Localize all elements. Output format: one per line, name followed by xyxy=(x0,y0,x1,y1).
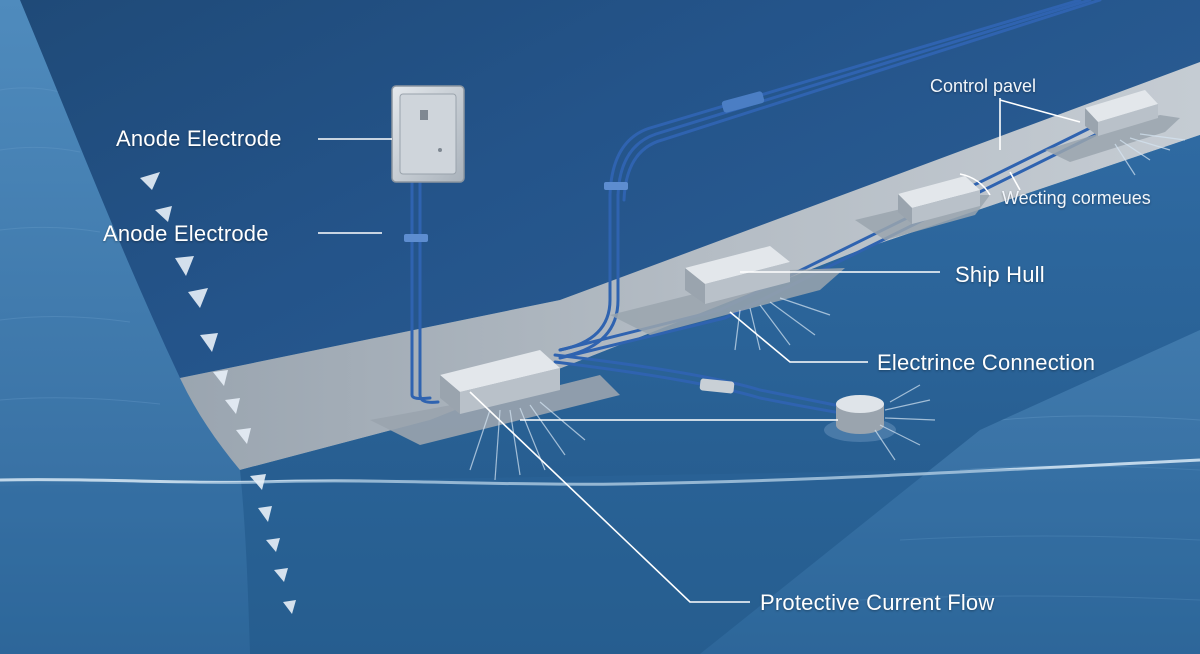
label-electrince-connection: Electrince Connection xyxy=(877,350,1095,376)
label-anode-electrode-1: Anode Electrode xyxy=(116,126,282,152)
label-wecting-cormeues: Wecting cormeues xyxy=(1002,188,1151,209)
label-control-panel: Control pavel xyxy=(930,76,1036,97)
control-panel-box xyxy=(392,86,464,182)
label-anode-electrode-2: Anode Electrode xyxy=(103,221,269,247)
label-protective-current-flow: Protective Current Flow xyxy=(760,590,994,616)
label-ship-hull: Ship Hull xyxy=(955,262,1045,288)
